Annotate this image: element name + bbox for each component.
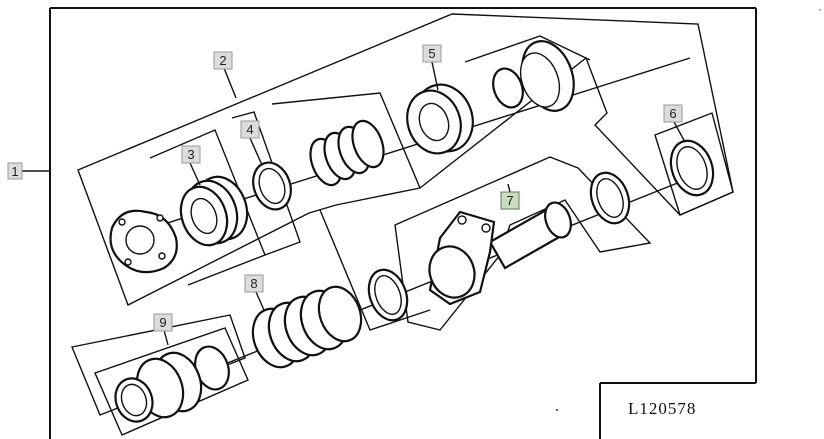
o-ring-part-4-inner [258,167,286,205]
diagram-frame [49,7,757,439]
spring-pack-part [309,119,385,187]
callout-6-label: 6 [669,106,676,121]
callout-3: 3 [181,145,201,164]
figure-code-label: L120578 [628,399,696,418]
callout-4: 4 [240,120,260,139]
assembly-group-9-inner [94,327,249,436]
snap-ring-part-6-inner [676,146,708,190]
sub-outline-6b [654,112,734,216]
callout-2: 2 [213,51,233,70]
seal-ring-part-inner [596,178,624,218]
callout-5-label: 5 [428,46,435,61]
callout-1: 1 [7,162,23,180]
callout-7-label: 7 [506,193,513,208]
drum-part-9 [114,345,230,423]
thrust-ring-part-inner [374,275,402,315]
callout-9: 9 [153,313,173,332]
stray-mark [556,409,558,411]
callout-1-label: 1 [11,164,18,179]
callout-8: 8 [244,274,264,293]
callout-5: 5 [422,44,442,63]
stray-mark [819,9,821,11]
sub-outline-7b [319,209,431,331]
clutch-pack-part-8 [251,285,363,369]
callout-9-label: 9 [159,315,166,330]
callout-3-label: 3 [187,147,194,162]
assembly-group-9-outline [71,314,246,416]
callout-2-label: 2 [219,53,226,68]
bearing-cup-part-5 [406,83,474,155]
callout-8-label: 8 [250,276,257,291]
callout-6: 6 [663,104,683,123]
assembly-group-2-outline [77,13,734,306]
sub-outline-6 [464,35,591,63]
sub-outline-5 [271,92,421,189]
callout-7: 7 [500,191,520,210]
retainer-plate-part [109,209,178,274]
shaft-part-7 [428,201,572,306]
assembly-group-7-outline [394,156,652,331]
piston-part-3 [179,175,249,247]
bearing-assembly-part [492,40,575,112]
callout-4-label: 4 [246,122,253,137]
